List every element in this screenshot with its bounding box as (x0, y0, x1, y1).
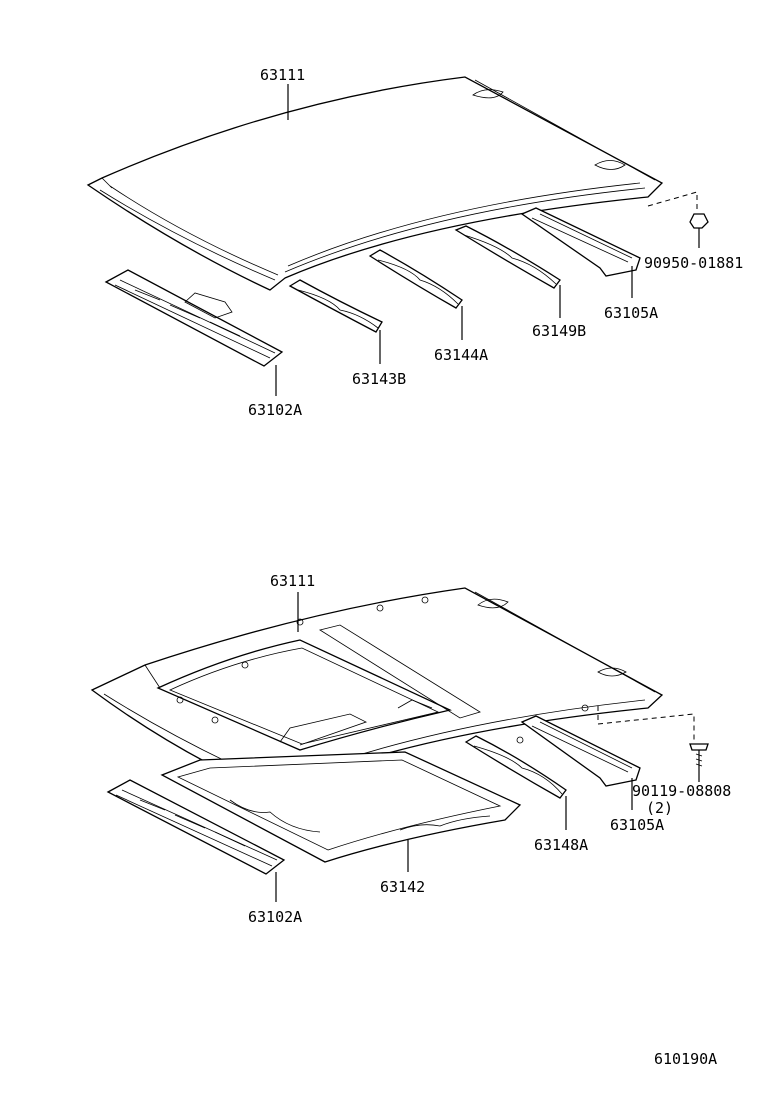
label-rear-header-bottom: 63105A (610, 816, 664, 834)
roof-panel-top (86, 76, 664, 291)
label-bow-63149b: 63149B (532, 322, 586, 340)
clip-top (647, 191, 709, 248)
top-assembly: 63111 63102A 63143B 63144A 63149B 63105A… (86, 66, 743, 419)
bottom-assembly: 63111 63102A 63142 63148A 63105A 90119-0… (90, 572, 731, 926)
label-rear-header-top: 63105A (604, 304, 658, 322)
roof-bow-63148a (464, 735, 567, 799)
label-bow-63144a: 63144A (434, 346, 488, 364)
screw-bottom (597, 706, 709, 782)
label-bow-63143b: 63143B (352, 370, 406, 388)
rear-header-top (520, 207, 641, 277)
roof-bow-63144a (368, 249, 463, 309)
label-bow-63148a: 63148A (534, 836, 588, 854)
label-front-header-top: 63102A (248, 401, 302, 419)
roof-panel-bottom (90, 587, 664, 796)
label-screw-qty: (2) (646, 799, 673, 817)
label-front-header-bottom: 63102A (248, 908, 302, 926)
rear-header-bottom (520, 715, 641, 787)
label-screw: 90119-08808 (632, 782, 731, 800)
label-roof-panel-top: 63111 (260, 66, 305, 84)
figure-id: 610190A (654, 1050, 717, 1068)
roof-bow-63143b (288, 279, 383, 333)
front-header-bottom (106, 779, 286, 875)
front-header-top (104, 269, 284, 367)
sunroof-reinforcement (160, 751, 522, 863)
label-clip-top: 90950-01881 (644, 254, 743, 272)
label-roof-panel-bottom: 63111 (270, 572, 315, 590)
label-sunroof-reinforcement: 63142 (380, 878, 425, 896)
roof-bow-63149b (454, 225, 561, 289)
